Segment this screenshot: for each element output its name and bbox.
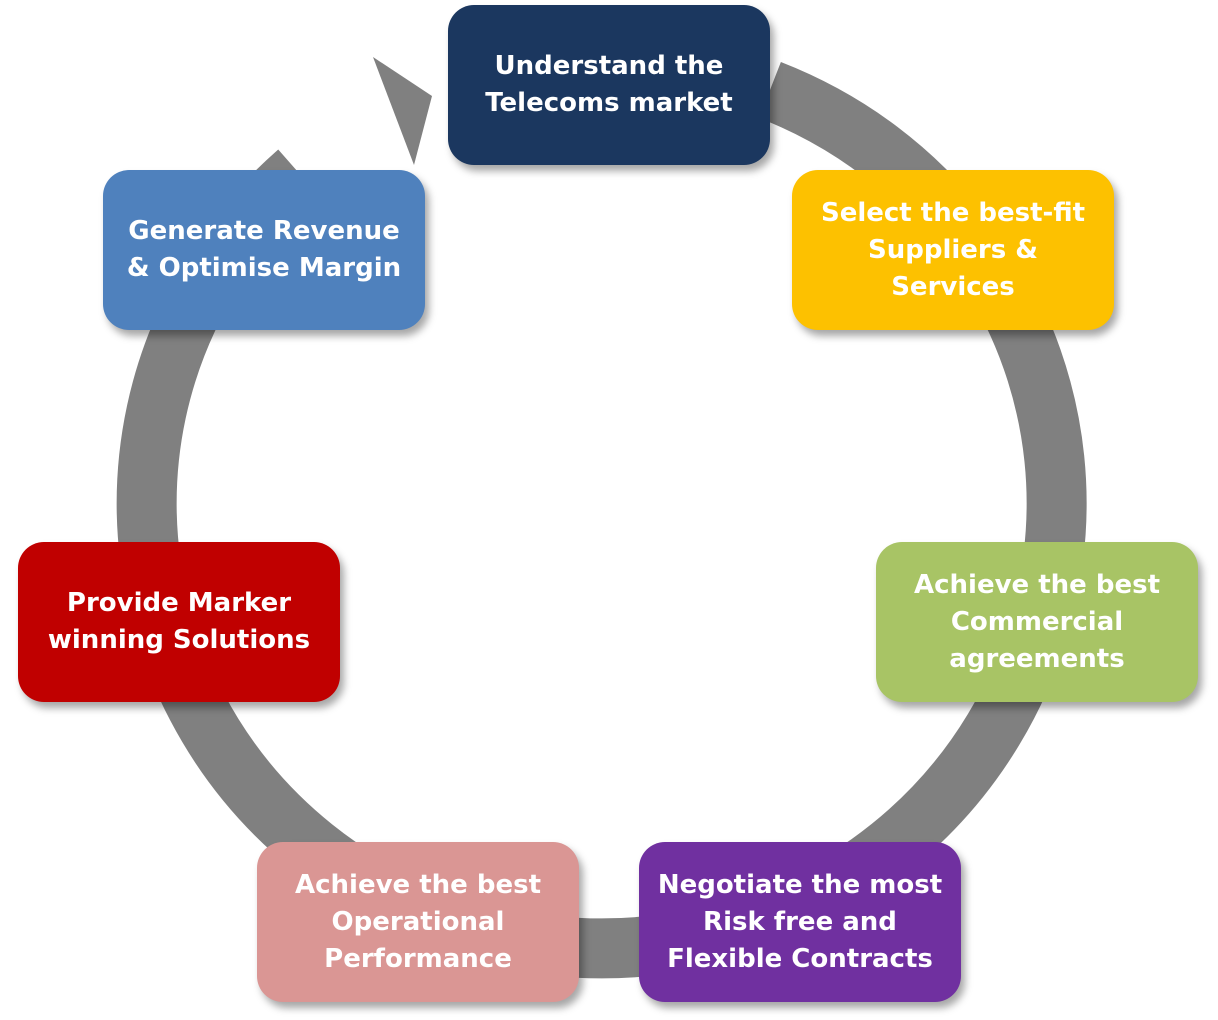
- step-winning-solutions: Provide Marker winning Solutions: [18, 542, 340, 702]
- step-commercial-agreements: Achieve the best Commercial agreements: [876, 542, 1198, 702]
- step-label: Provide Marker winning Solutions: [47, 588, 311, 655]
- step-label: Negotiate the most Risk free and Flexibl…: [657, 869, 943, 974]
- step-label: Understand the Telecoms market: [485, 51, 733, 118]
- step-negotiate-contracts: Negotiate the most Risk free and Flexibl…: [639, 842, 961, 1002]
- step-label: Achieve the best Commercial agreements: [914, 569, 1160, 674]
- step-generate-revenue: Generate Revenue & Optimise Margin: [103, 170, 425, 330]
- step-select-suppliers: Select the best-fit Suppliers & Services: [792, 170, 1114, 330]
- step-operational-performance: Achieve the best Operational Performance: [257, 842, 579, 1002]
- cycle-arrowhead: [373, 57, 432, 165]
- step-label: Achieve the best Operational Performance: [295, 869, 541, 974]
- step-label: Select the best-fit Suppliers & Services: [820, 197, 1086, 302]
- step-understand-market: Understand the Telecoms market: [448, 5, 770, 165]
- step-label: Generate Revenue & Optimise Margin: [126, 216, 402, 283]
